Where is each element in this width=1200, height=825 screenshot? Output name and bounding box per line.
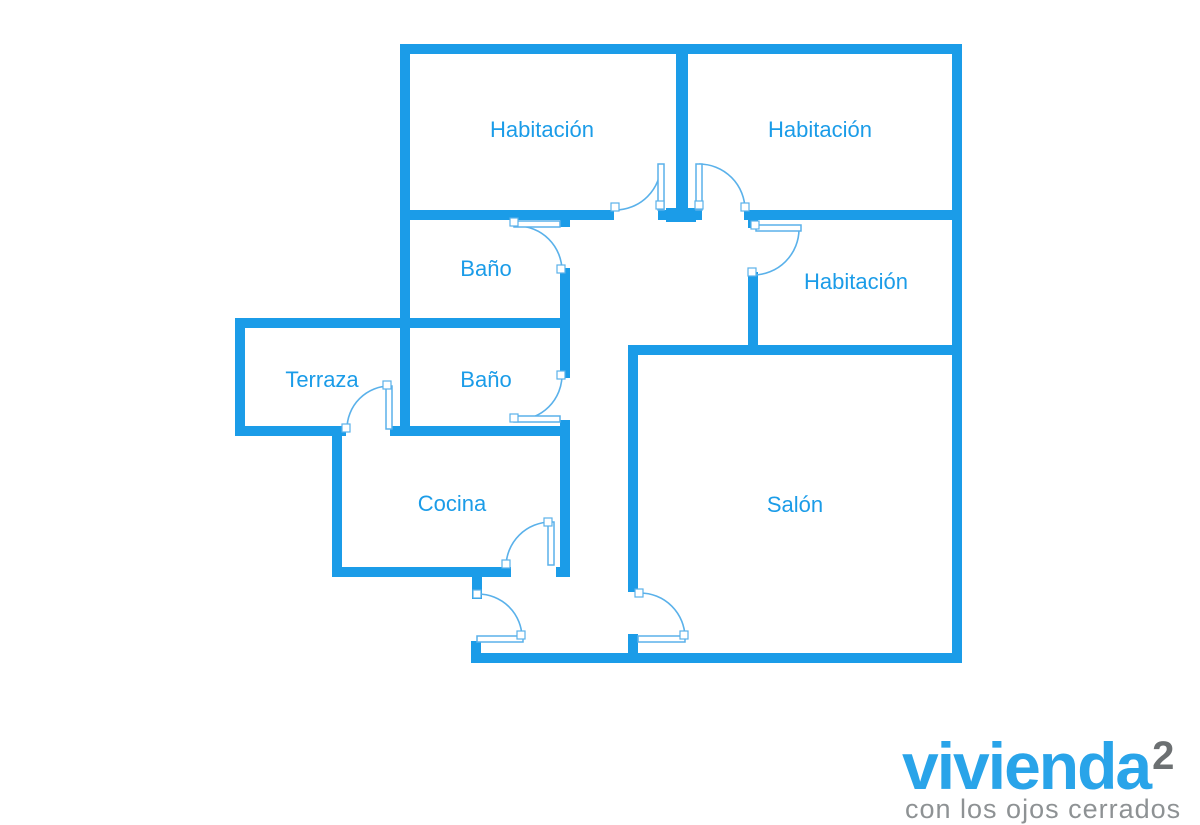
- wall-segment: [400, 44, 410, 436]
- door-leaf: [695, 163, 703, 211]
- door-habitacion-top-right: [694, 163, 750, 212]
- door-leaf: [547, 521, 555, 566]
- door-leaf: [385, 385, 393, 430]
- wall-segment: [658, 210, 702, 220]
- door-leaf: [513, 220, 561, 228]
- door-leaf: [657, 163, 665, 211]
- door-hinge: [516, 630, 526, 640]
- wall-segment: [628, 634, 638, 663]
- wall-segment: [235, 426, 346, 436]
- floorplan-diagram: Habitación Habitación Baño Habitación Te…: [235, 44, 962, 663]
- door-hinge: [509, 413, 519, 423]
- door-hinge: [740, 202, 750, 212]
- door-salon-entry: [634, 588, 689, 643]
- brand-superscript: 2: [1152, 734, 1175, 778]
- door-swing-arc: [639, 592, 686, 639]
- door-swing-arc: [516, 225, 563, 272]
- door-hinge: [750, 220, 760, 230]
- brand-tagline: con los ojos cerrados: [905, 794, 1182, 824]
- door-swing-arc: [614, 163, 662, 211]
- door-hinge: [509, 217, 519, 227]
- wall-segment: [744, 210, 962, 220]
- wall-segment: [390, 426, 570, 436]
- walls: [235, 44, 962, 663]
- door-swing-arc: [752, 228, 800, 276]
- door-hinge: [501, 559, 511, 569]
- door-hinge: [634, 588, 644, 598]
- room-label-bano-lower: Baño: [460, 367, 511, 392]
- door-vestibule-left: [472, 589, 526, 643]
- wall-segment: [676, 44, 688, 220]
- wall-segment: [628, 345, 638, 592]
- wall-segment: [332, 426, 342, 577]
- brand-name: vivienda: [902, 729, 1152, 803]
- door-bano-lower: [509, 370, 566, 423]
- door-bano-upper: [509, 217, 566, 274]
- room-label-bano-upper: Baño: [460, 256, 511, 281]
- wall-segment: [560, 218, 570, 227]
- door-leaf: [637, 635, 686, 643]
- wall-segment: [560, 420, 570, 577]
- door-hinge: [543, 517, 553, 527]
- door-hinge: [556, 370, 566, 380]
- room-label-cocina: Cocina: [418, 491, 487, 516]
- wall-segment: [471, 641, 481, 653]
- room-label-habitacion-top-left: Habitación: [490, 117, 594, 142]
- door-hinge: [472, 589, 482, 599]
- brand-wordmark: vivienda2: [902, 724, 1181, 799]
- door-leaf: [755, 224, 802, 232]
- door-hinge: [655, 200, 665, 210]
- door-hinge: [747, 267, 757, 277]
- door-hinge: [341, 423, 351, 433]
- floorplan: Habitación Habitación Baño Habitación Te…: [235, 44, 962, 663]
- door-leaf: [513, 415, 561, 423]
- wall-segment: [556, 567, 570, 577]
- wall-segment: [748, 272, 758, 355]
- door-leaf: [476, 635, 524, 643]
- door-swing-arc: [477, 593, 523, 639]
- door-hinge: [556, 264, 566, 274]
- door-cocina: [501, 517, 555, 569]
- room-label-habitacion-top-right: Habitación: [768, 117, 872, 142]
- room-label-terraza: Terraza: [285, 367, 359, 392]
- wall-segment: [471, 653, 962, 663]
- wall-segment: [628, 345, 962, 355]
- door-hinge: [694, 200, 704, 210]
- door-hinge: [382, 380, 392, 390]
- door-swing-arc: [516, 374, 563, 421]
- door-habitacion-middle: [747, 220, 802, 277]
- door-swing-arc: [505, 521, 552, 568]
- brand-logo: vivienda2 con los ojos cerrados: [902, 724, 1181, 825]
- door-hinge: [610, 202, 620, 212]
- wall-segment: [235, 318, 245, 436]
- door-terraza: [341, 380, 393, 433]
- wall-segment: [332, 567, 511, 577]
- wall-segment: [235, 318, 570, 328]
- wall-segment: [400, 210, 614, 220]
- room-label-habitacion-middle-right: Habitación: [804, 269, 908, 294]
- room-label-salon: Salón: [767, 492, 823, 517]
- door-habitacion-top-left: [610, 163, 665, 212]
- door-swing-arc: [698, 163, 746, 211]
- door-hinge: [679, 630, 689, 640]
- door-swing-arc: [346, 385, 391, 430]
- wall-segment: [472, 577, 482, 599]
